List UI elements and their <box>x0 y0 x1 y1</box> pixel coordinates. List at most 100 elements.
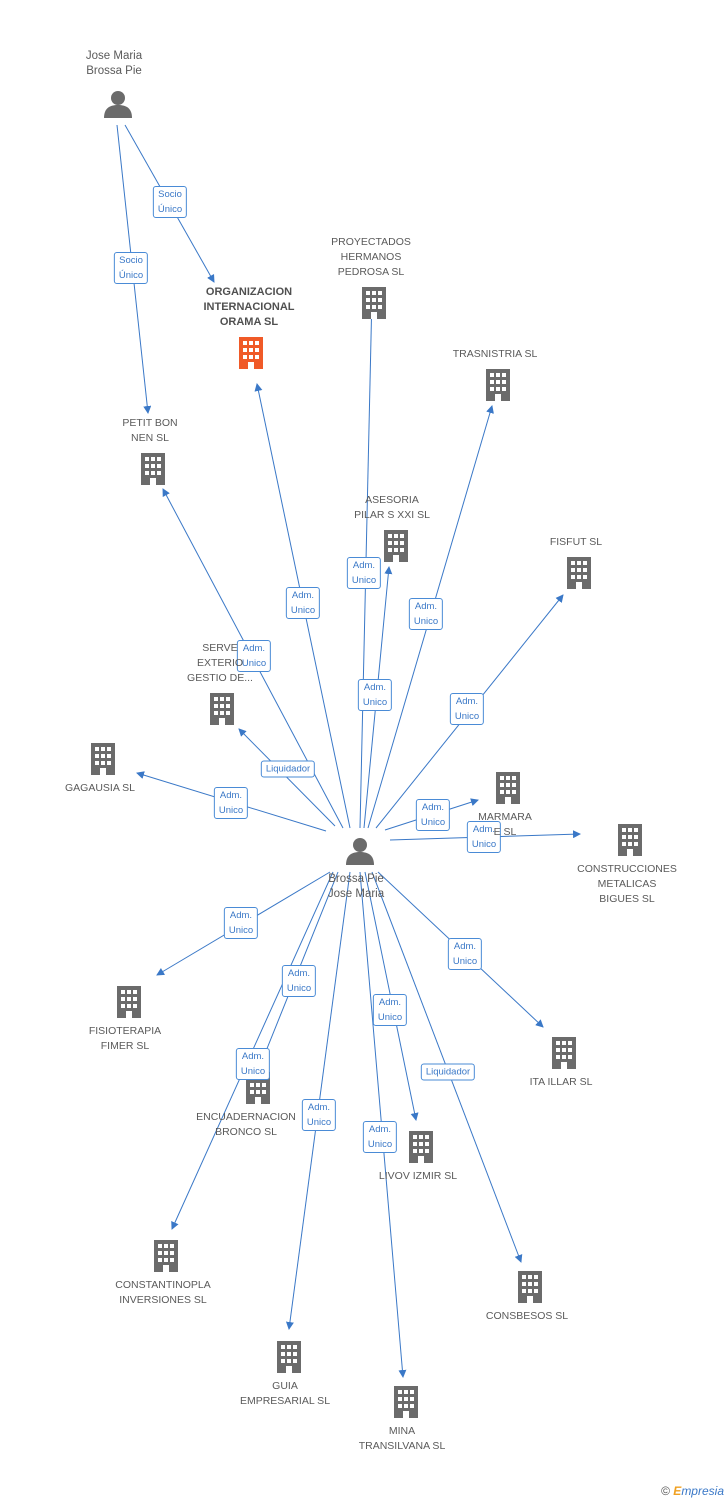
focus-company-building-icon[interactable] <box>239 337 263 369</box>
node-label-itaillar[interactable]: ITA ILLAR SL <box>530 1075 593 1090</box>
edge-label[interactable]: Adm.Unico <box>285 587 321 619</box>
edge-label-line: Unico <box>218 805 244 816</box>
node-label-consbesos[interactable]: CONSBESOS SL <box>486 1309 568 1324</box>
node-label-line: TRASNISTRIA SL <box>452 348 538 360</box>
edge-label[interactable]: Adm. Unico <box>281 965 317 997</box>
footer-credit: © Empresia <box>661 1484 724 1498</box>
company-building-icon[interactable] <box>141 453 165 485</box>
edge-label-line: Adm. <box>352 560 376 571</box>
node-label-line: CONSTRUCCIONES <box>577 863 677 875</box>
node-label-line: CONSTANTINOPLA <box>115 1279 211 1291</box>
edge-label-line: Unico <box>413 616 439 627</box>
edge-label-line: Único <box>118 270 144 281</box>
node-label-fisfut[interactable]: FISFUT SL <box>550 535 602 550</box>
company-building-icon[interactable] <box>567 557 591 589</box>
company-building-icon[interactable] <box>518 1271 542 1303</box>
edge-label[interactable]: Adm. Unico <box>301 1099 337 1131</box>
node-label-trasn[interactable]: TRASNISTRIA SL <box>453 347 538 362</box>
edge-label[interactable]: Liquidador <box>260 760 316 778</box>
edge-label-line: Unico <box>351 575 377 586</box>
edge-label-line: Socio <box>119 255 143 266</box>
edge-label[interactable]: Adm.Unico <box>223 907 259 939</box>
node-label-guia[interactable]: GUIA EMPRESARIAL SL <box>240 1379 330 1409</box>
edge-label-line: Unico <box>452 956 478 967</box>
person-icon[interactable] <box>104 91 132 118</box>
empresia-logo-initial: E <box>673 1484 682 1498</box>
node-label-line: GAGAUSIA SL <box>64 782 136 794</box>
company-building-icon[interactable] <box>618 824 642 856</box>
node-label-line: TRANSILVANA SL <box>358 1440 446 1452</box>
node-label-line: BIGUES SL <box>599 893 655 905</box>
node-label-line: Jose Maria <box>327 888 385 900</box>
company-building-icon[interactable] <box>362 287 386 319</box>
edge-label-line: Unico <box>306 1117 332 1128</box>
empresia-logo-text: mpresia <box>681 1484 724 1498</box>
edge-label[interactable]: Adm.Unico <box>213 787 249 819</box>
edge-label-line: Adm. <box>287 968 311 979</box>
company-building-icon[interactable] <box>384 530 408 562</box>
company-building-icon[interactable] <box>117 986 141 1018</box>
node-label-line: GUIA <box>272 1380 298 1392</box>
company-building-icon[interactable] <box>409 1131 433 1163</box>
company-building-icon[interactable] <box>210 693 234 725</box>
edge-label[interactable]: Adm.Unico <box>235 1048 271 1080</box>
person-icon[interactable] <box>346 838 374 865</box>
company-building-icon[interactable] <box>277 1341 301 1373</box>
edge-label-line: Unico <box>367 1139 393 1150</box>
edge-label[interactable]: Liquidador <box>420 1063 476 1081</box>
node-label-line: MARMARA <box>478 811 532 823</box>
edge-label[interactable]: Adm. Unico <box>362 1121 398 1153</box>
company-building-icon[interactable] <box>486 369 510 401</box>
edge-label-line: Unico <box>377 1012 403 1023</box>
node-label-line: FIMER SL <box>100 1040 150 1052</box>
node-label-line: E SL <box>493 826 517 838</box>
node-label-marmara[interactable]: MARMARA E SL <box>478 810 532 840</box>
edge-label[interactable]: Adm.Unico <box>449 693 485 725</box>
node-label-line: EXTERIO <box>196 657 244 669</box>
node-label-livov[interactable]: LIVOV IZMIR SL <box>379 1169 457 1184</box>
node-label-line: LIVOV IZMIR SL <box>378 1170 458 1182</box>
edge-label-line: Adm. <box>242 643 266 654</box>
edge-label-line: Adm. <box>368 1124 392 1135</box>
node-label-line: SERVE <box>202 642 238 654</box>
edge-label-line: Liquidador <box>425 1066 471 1078</box>
edge-label-line: Adm. <box>291 590 315 601</box>
edge-label[interactable]: Adm.Unico <box>236 640 272 672</box>
edge-label-line: Adm. <box>307 1102 331 1113</box>
company-building-icon[interactable] <box>394 1386 418 1418</box>
node-label-line: PROYECTADOS <box>331 236 411 248</box>
edge-label[interactable]: Adm.Unico <box>408 598 444 630</box>
company-building-icon[interactable] <box>91 743 115 775</box>
node-label-line: PETIT BON <box>122 417 178 429</box>
edge-label-line: Unico <box>286 983 312 994</box>
node-label-line: CONSBESOS SL <box>485 1310 569 1322</box>
edge-label[interactable]: Adm.Unico <box>415 799 451 831</box>
edge-label[interactable]: Adm.Unico <box>466 821 502 853</box>
edge-label[interactable]: Adm.Unico <box>357 679 393 711</box>
edge-label-line: Adm. <box>229 910 253 921</box>
company-building-icon[interactable] <box>552 1037 576 1069</box>
node-label-line: EMPRESARIAL SL <box>239 1395 331 1407</box>
company-building-icon[interactable] <box>496 772 520 804</box>
edge-label[interactable]: Adm.Unico <box>447 938 483 970</box>
edge-label[interactable]: Adm.Unico <box>372 994 408 1026</box>
edge-label[interactable]: Adm. Unico <box>346 557 382 589</box>
company-building-icon[interactable] <box>154 1240 178 1272</box>
node-label-gagausia[interactable]: GAGAUSIA SL <box>65 781 135 796</box>
edge-label-line: Adm. <box>363 682 387 693</box>
node-label-line: ORAMA SL <box>219 316 279 328</box>
